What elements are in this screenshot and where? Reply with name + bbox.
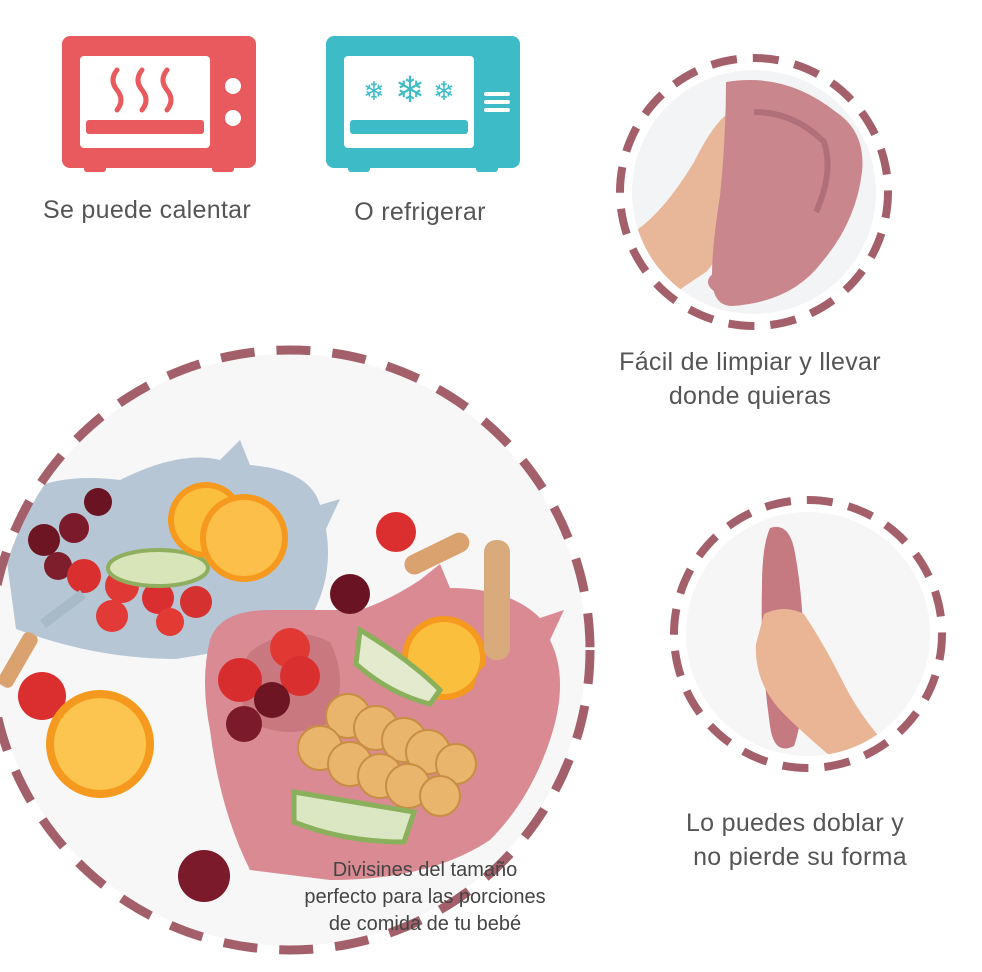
cool-caption: O refrigerar — [354, 198, 486, 226]
portions-caption-line2: perfecto para las porciones — [304, 886, 546, 908]
portions-caption-line3: de comida de tu bebé — [328, 913, 522, 935]
fold-caption-line2: no pierde su forma — [693, 843, 907, 871]
plates-photo — [0, 340, 620, 972]
fold-photo — [668, 494, 948, 774]
microwave-heat-icon — [62, 36, 256, 172]
svg-text:❄: ❄ — [363, 77, 385, 107]
pink-plate-shape — [712, 80, 863, 306]
hand-shape — [755, 609, 904, 756]
heat-feature — [62, 36, 256, 176]
heat-caption: Se puede calentar — [42, 196, 252, 224]
clean-caption-line1: Fácil de limpiar y llevar — [619, 348, 881, 376]
fridge-snowflake-icon: ❄ ❄ ❄ — [326, 36, 520, 172]
cool-feature: ❄ ❄ ❄ — [326, 36, 520, 176]
clean-photo — [614, 52, 894, 332]
portions-caption-line1: Divisines del tamaño — [332, 859, 518, 881]
clean-caption-line2: donde quieras — [668, 382, 832, 410]
svg-text:❄: ❄ — [395, 70, 425, 111]
fold-caption-line1: Lo puedes doblar y — [685, 809, 905, 837]
svg-text:❄: ❄ — [433, 77, 455, 107]
hand-shape — [634, 112, 738, 312]
cookies — [297, 693, 477, 817]
